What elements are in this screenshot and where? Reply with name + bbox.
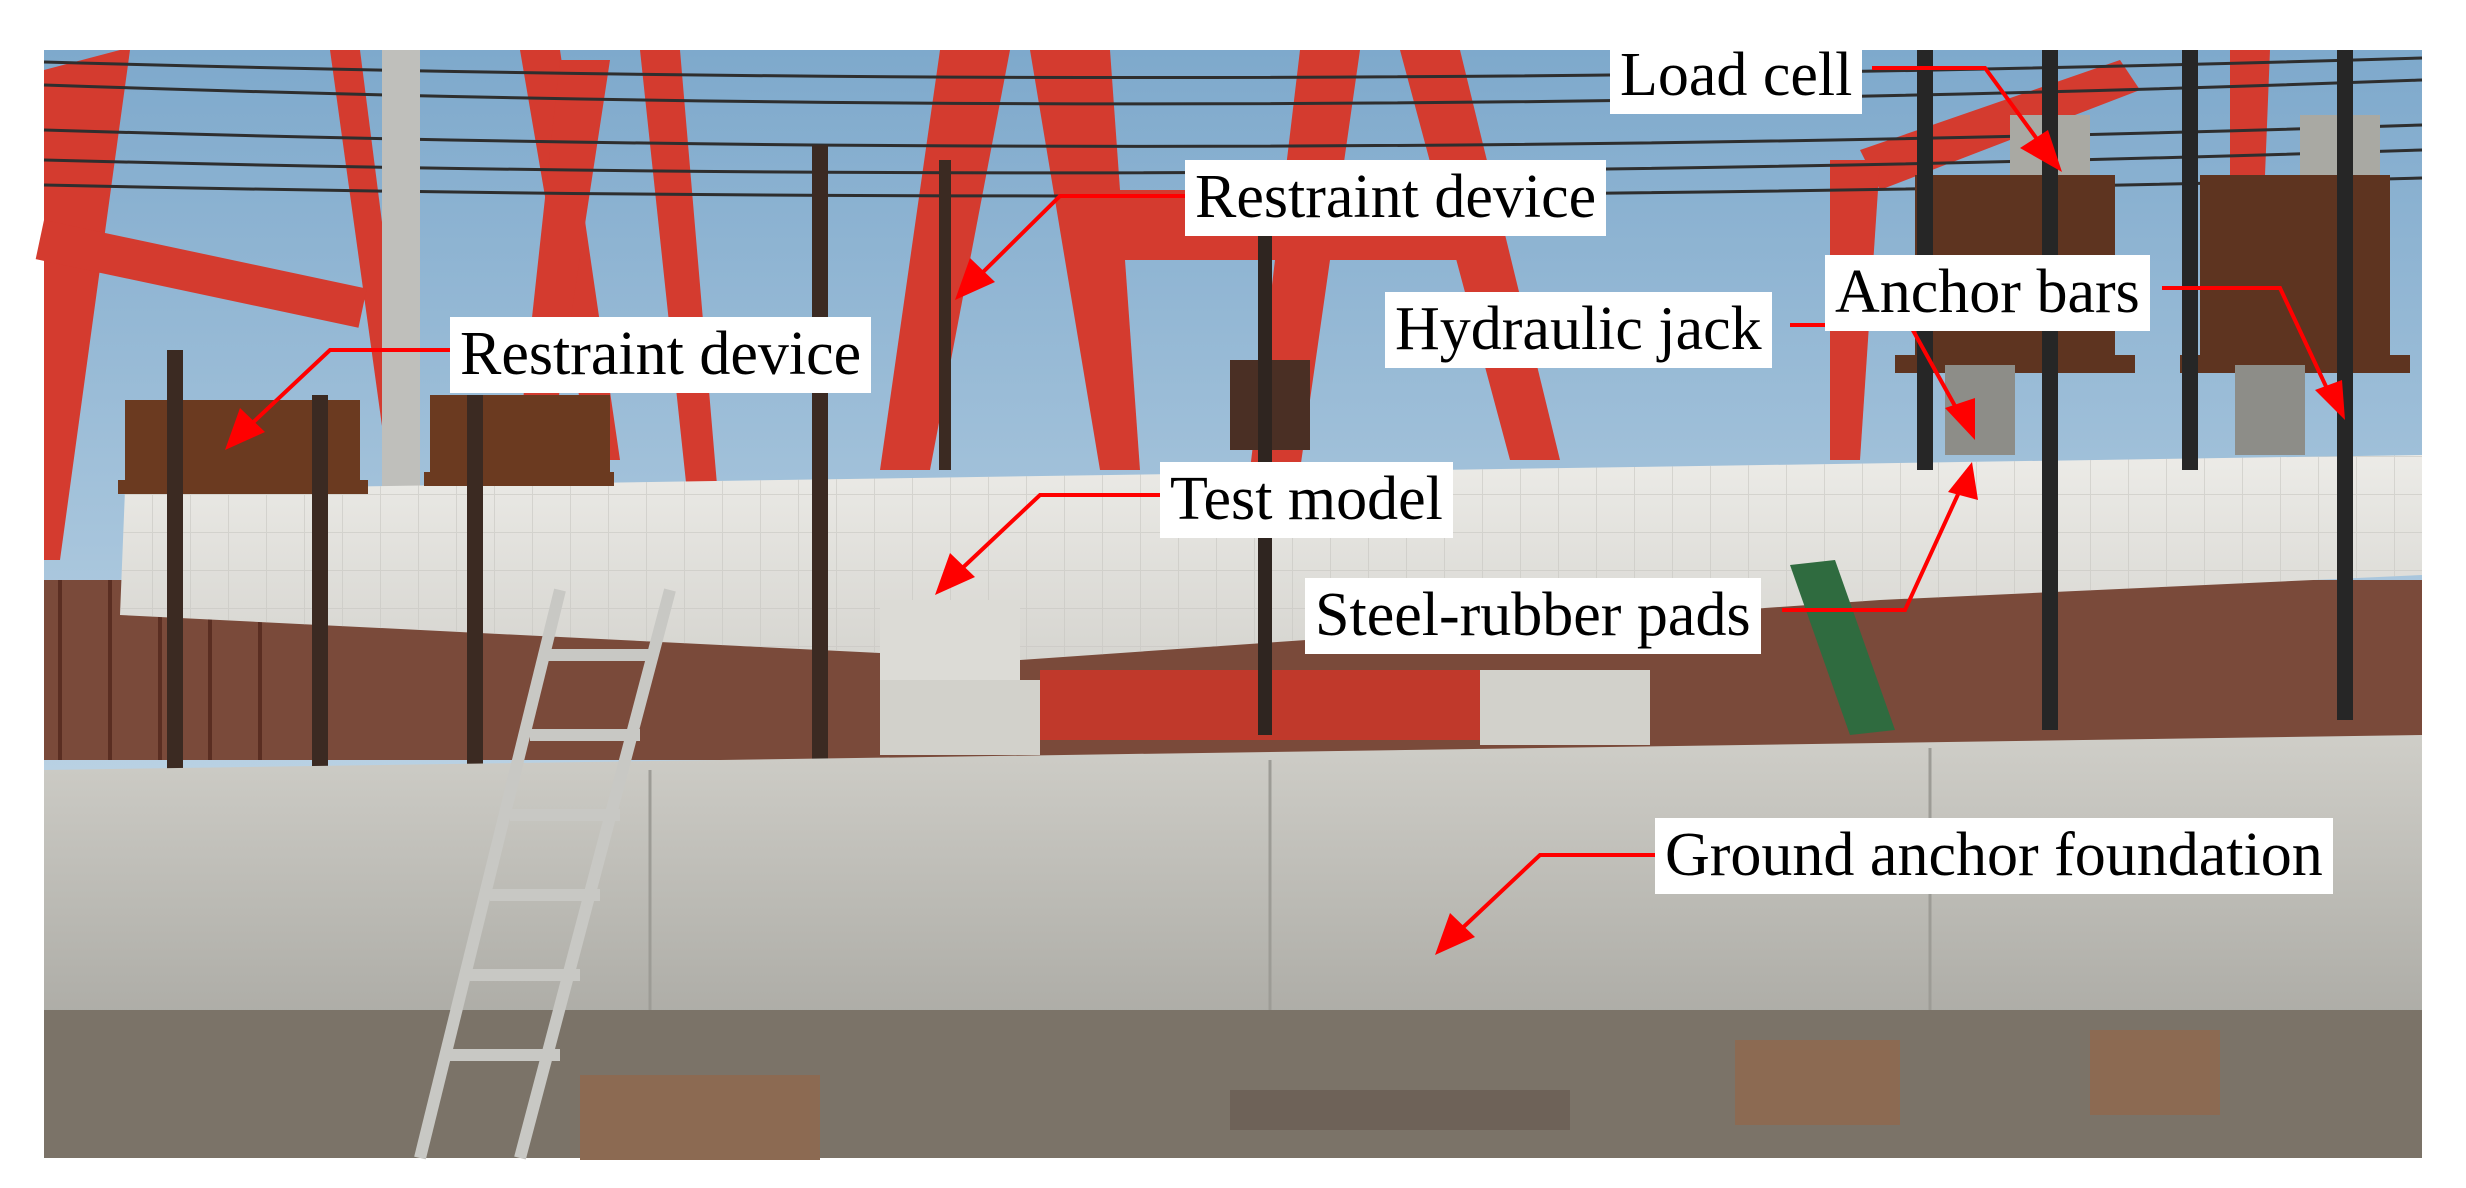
label-ground-anchor-foundation: Ground anchor foundation bbox=[1655, 818, 2333, 894]
label-restraint-device-center: Restraint device bbox=[1185, 160, 1607, 236]
arrow-anchor-bars bbox=[2315, 380, 2345, 420]
ground bbox=[44, 1010, 2422, 1158]
leader-restraint-left bbox=[243, 348, 455, 432]
label-load-cell: Load cell bbox=[1610, 38, 1863, 114]
debris bbox=[580, 1030, 2220, 1160]
support-block-right bbox=[1480, 670, 1650, 745]
label-anchor-bars: Anchor bars bbox=[1825, 255, 2150, 331]
leader-anchor-bars bbox=[2162, 286, 2332, 396]
hydraulic-jack-cylinders bbox=[1945, 365, 2305, 455]
leader-restraint-center bbox=[973, 194, 1188, 282]
ground-anchor-foundation bbox=[44, 735, 2422, 1055]
label-hydraulic-jack: Hydraulic jack bbox=[1385, 292, 1772, 368]
annotation-arrowheads bbox=[225, 130, 2345, 955]
support-block-left bbox=[880, 680, 1040, 755]
leader-steel-rubber-pads bbox=[1782, 489, 1962, 612]
label-test-model: Test model bbox=[1160, 462, 1453, 538]
arrow-restraint-center bbox=[955, 258, 995, 300]
red-steel-frame bbox=[1040, 670, 1510, 740]
arrow-load-cell bbox=[2020, 130, 2062, 172]
green-equipment bbox=[1790, 560, 1895, 735]
ladder bbox=[414, 588, 676, 1160]
leader-test-model bbox=[953, 493, 1165, 577]
leader-load-cell bbox=[1872, 66, 2047, 152]
arrow-test-model bbox=[935, 553, 975, 595]
arrow-hydraulic-jack bbox=[1945, 398, 1975, 440]
leader-ground-anchor bbox=[1453, 853, 1665, 937]
arrow-ground-anchor bbox=[1435, 913, 1475, 955]
label-restraint-device-left: Restraint device bbox=[450, 317, 872, 393]
anchor-rod-left bbox=[167, 145, 828, 770]
label-steel-rubber-pads: Steel-rubber pads bbox=[1305, 578, 1761, 654]
arrow-restraint-left bbox=[225, 408, 265, 450]
arrow-steel-rubber-pads bbox=[1948, 462, 1978, 500]
